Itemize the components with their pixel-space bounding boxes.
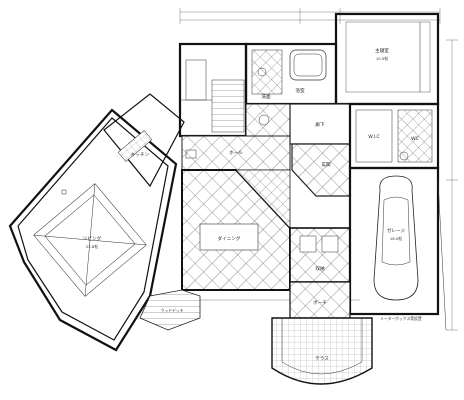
storage-2: 収納 bbox=[289, 227, 351, 283]
bath-label: 浴室 bbox=[295, 87, 305, 94]
hall-area: ホール 廊下 bbox=[181, 103, 351, 171]
terrace: テラス bbox=[271, 317, 373, 385]
living-label: リビング bbox=[83, 235, 102, 242]
living-room: リビング 22.8帖 bbox=[8, 108, 178, 352]
garage-size: 16.0帖 bbox=[390, 236, 402, 241]
deck-label: ウッドデッキ bbox=[161, 308, 184, 313]
bedroom-label: 主寝室 bbox=[375, 47, 389, 54]
kitchen-label: キッチン bbox=[131, 152, 150, 158]
living-size: 22.8帖 bbox=[86, 244, 98, 249]
storage-label: 収納 bbox=[315, 265, 325, 272]
closet-label: W.I.C bbox=[368, 134, 380, 140]
kitchen: キッチン bbox=[103, 93, 185, 188]
entrance: 玄関 bbox=[291, 143, 351, 197]
hall-label: ホール bbox=[229, 150, 243, 156]
terrace-label: テラス bbox=[315, 356, 329, 362]
porch: ポーチ bbox=[289, 281, 351, 319]
footer-note: メーターボックス等設置 bbox=[380, 316, 422, 321]
entrance-label: 玄関 bbox=[321, 161, 331, 168]
deck: ウッドデッキ bbox=[139, 289, 201, 331]
wet-area: 浴室 洗面 bbox=[244, 42, 338, 106]
dining-room: ダイニング bbox=[181, 169, 291, 291]
bedroom-size: 10.5帖 bbox=[376, 56, 388, 61]
garage-label: ガレージ bbox=[387, 227, 406, 234]
fixtures bbox=[185, 114, 409, 228]
toilet-label: WC bbox=[411, 136, 419, 142]
wash-label: 洗面 bbox=[261, 93, 271, 100]
hall2-label: 廊下 bbox=[315, 121, 325, 128]
porch-label: ポーチ bbox=[313, 299, 327, 306]
dimension-lines bbox=[179, 8, 458, 331]
storage: W.I.C WC bbox=[348, 102, 440, 170]
bedroom: 主寝室 10.5帖 bbox=[334, 12, 440, 106]
garage: ガレージ 16.0帖 bbox=[348, 166, 447, 331]
dining-label: ダイニング bbox=[218, 235, 241, 242]
stair-area bbox=[178, 42, 248, 138]
